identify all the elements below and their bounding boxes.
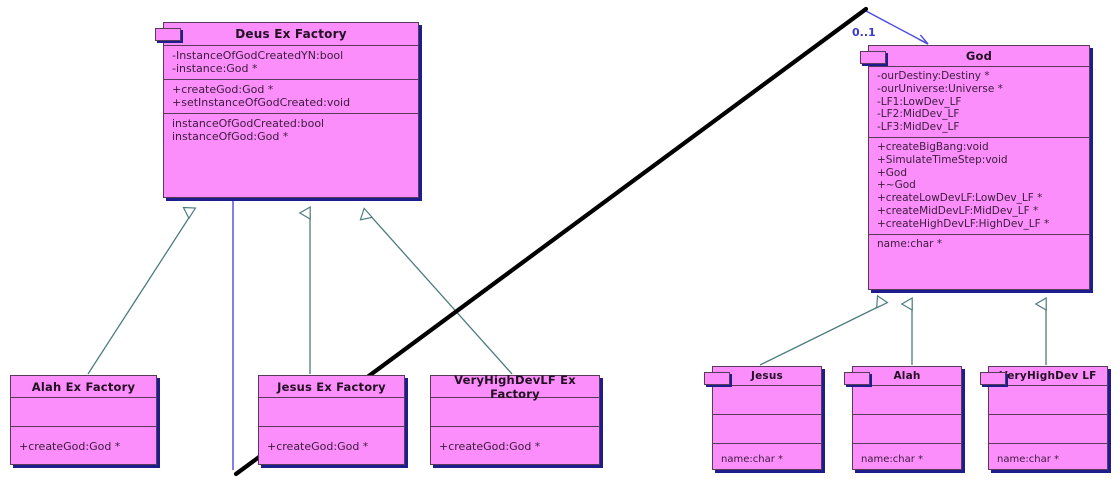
class-box-veryhighdev-lf[interactable]: VeryHighDev LF name:char * <box>980 366 1108 470</box>
compartment-attributes-empty <box>713 386 821 415</box>
class-title: Alah <box>853 367 961 386</box>
compartment-attributes: -ourDestiny:Destiny * -ourUniverse:Unive… <box>869 67 1089 138</box>
property-row: name:char * <box>997 453 1059 465</box>
property-row: instanceOfGodCreated:bool <box>172 116 325 130</box>
attribute-row: -instance:God * <box>172 62 258 76</box>
class-box-alah-ex-factory[interactable]: Alah Ex Factory +createGod:God * <box>10 375 157 465</box>
compartment-properties: name:char * <box>853 444 961 476</box>
compartment-attributes-empty <box>431 398 599 427</box>
compartment-properties: instanceOfGodCreated:bool instanceOfGod:… <box>164 114 418 147</box>
compartment-attributes-empty <box>989 386 1107 415</box>
compartment-properties: name:char * <box>869 235 1089 254</box>
compartment-operations-empty <box>853 415 961 444</box>
operation-row: +createMidDevLF:MidDev_LF * <box>877 204 1039 217</box>
compartment-operations: +createGod:God * +setInstanceOfGodCreate… <box>164 80 418 114</box>
operation-row: +createGod:God * <box>439 439 541 453</box>
class-title: VeryHighDev LF <box>989 367 1107 386</box>
class-tab-marker <box>844 372 870 385</box>
operation-row: +createGod:God * <box>172 82 274 96</box>
class-title: God <box>869 46 1089 67</box>
class-box-jesus-ex-factory[interactable]: Jesus Ex Factory +createGod:God * <box>258 375 405 465</box>
compartment-operations-empty <box>989 415 1107 444</box>
compartment-attributes-empty <box>853 386 961 415</box>
class-box-god[interactable]: God -ourDestiny:Destiny * -ourUniverse:U… <box>860 45 1090 290</box>
operation-row: +createBigBang:void <box>877 140 989 153</box>
attribute-row: -LF2:MidDev_LF <box>877 108 960 121</box>
compartment-attributes-empty <box>11 398 156 427</box>
class-box-veryhighdevlf-ex-factory[interactable]: VeryHighDevLF Ex Factory +createGod:God … <box>430 373 600 466</box>
association-multiplicity-label: 0..1 <box>852 26 876 39</box>
compartment-operations: +createGod:God * <box>11 427 156 466</box>
class-tab-marker <box>704 372 730 385</box>
attribute-row: -ourDestiny:Destiny * <box>877 70 990 82</box>
property-row: name:char * <box>721 453 783 465</box>
class-title: Deus Ex Factory <box>164 23 418 46</box>
class-title: Jesus Ex Factory <box>259 376 404 398</box>
operation-row: +createLowDevLF:LowDev_LF * <box>877 192 1043 205</box>
class-title: VeryHighDevLF Ex Factory <box>431 373 599 401</box>
compartment-attributes: -InstanceOfGodCreatedYN:bool -instance:G… <box>164 46 418 80</box>
property-row: name:char * <box>861 453 923 465</box>
compartment-properties: name:char * <box>989 444 1107 476</box>
operation-row: +~God <box>877 179 916 192</box>
class-box-jesus[interactable]: Jesus name:char * <box>704 366 822 470</box>
generalization-jesus <box>759 305 882 366</box>
compartment-operations: +createGod:God * <box>431 427 599 466</box>
attribute-row: -LF1:LowDev_LF <box>877 95 962 108</box>
class-title: Jesus <box>713 367 821 386</box>
class-tab-marker <box>980 372 1006 385</box>
property-row: name:char * <box>877 237 943 250</box>
association-deus-to-god <box>232 10 928 470</box>
operation-row: +createGod:God * <box>19 439 121 453</box>
attribute-row: -InstanceOfGodCreatedYN:bool <box>172 49 344 62</box>
compartment-operations: +createGod:God * <box>259 427 404 466</box>
operation-row: +createGod:God * <box>267 439 369 453</box>
property-row: instanceOfGod:God * <box>172 130 289 144</box>
compartment-operations: +createBigBang:void +SimulateTimeStep:vo… <box>869 138 1089 235</box>
operation-row: +setInstanceOfGodCreated:void <box>172 96 351 110</box>
operation-row: +createHighDevLF:HighDev_LF * <box>877 217 1050 230</box>
class-title: Alah Ex Factory <box>11 376 156 398</box>
class-box-alah[interactable]: Alah name:char * <box>844 366 962 470</box>
operation-row: +God <box>877 166 908 179</box>
compartment-operations-empty <box>713 415 821 444</box>
compartment-properties: name:char * <box>713 444 821 476</box>
attribute-row: -ourUniverse:Universe * <box>877 82 1003 95</box>
generalization-alah-factory <box>87 213 192 375</box>
class-tab-marker <box>155 28 181 41</box>
generalization-vhdlf-factory <box>368 213 513 375</box>
class-box-deus-ex-factory[interactable]: Deus Ex Factory -InstanceOfGodCreatedYN:… <box>155 22 419 198</box>
operation-row: +SimulateTimeStep:void <box>877 153 1008 166</box>
class-tab-marker <box>860 51 886 64</box>
attribute-row: -LF3:MidDev_LF <box>877 121 960 134</box>
compartment-attributes-empty <box>259 398 404 427</box>
